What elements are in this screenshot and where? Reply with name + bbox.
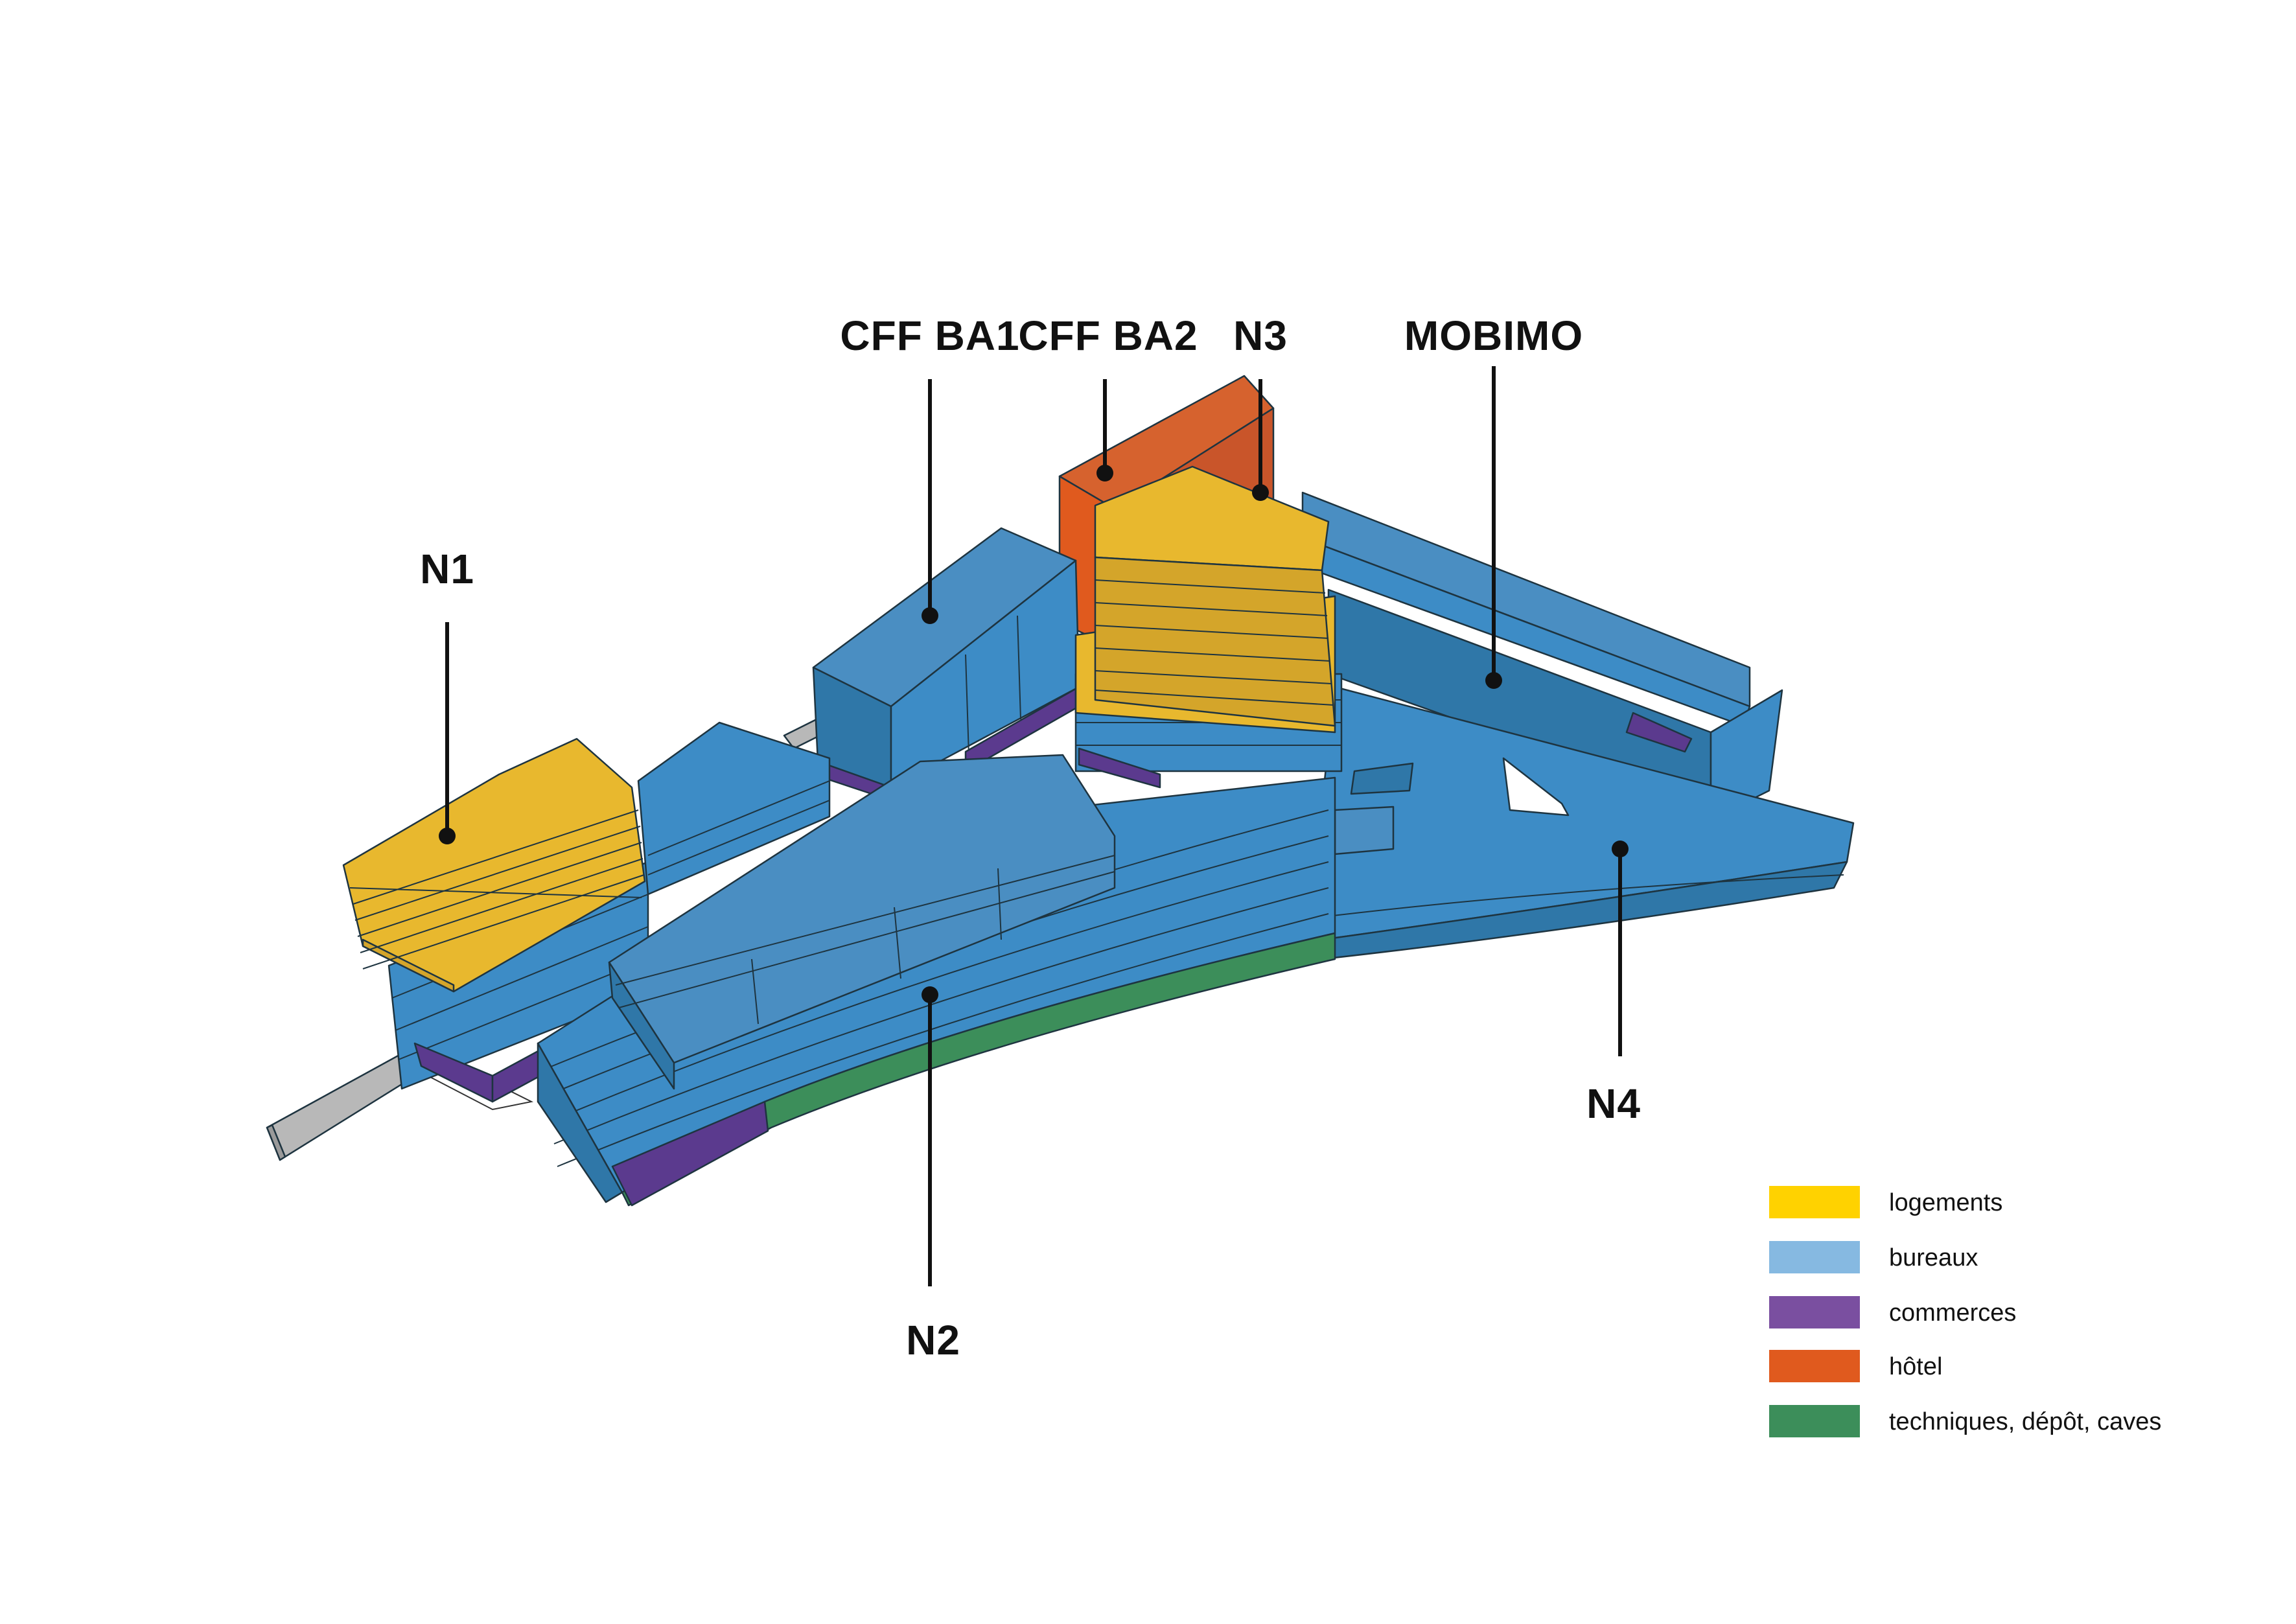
legend-label-hotel: hôtel (1889, 1353, 1942, 1380)
label-mobimo: MOBIMO (1404, 312, 1583, 359)
legend-item-logements: logements (1769, 1186, 2002, 1218)
label-n2: N2 (906, 1317, 960, 1363)
label-n3: N3 (1233, 312, 1288, 359)
leader-dot-cff-ba1 (922, 607, 938, 624)
label-cff-ba2: CFF BA2 (1018, 312, 1198, 359)
leader-dot-mobimo (1485, 672, 1502, 689)
legend-label-bureaux: bureaux (1889, 1244, 1978, 1271)
building-n4 (1321, 686, 1855, 960)
legend-item-bureaux: bureaux (1769, 1241, 1978, 1273)
legend-item-hotel: hôtel (1769, 1350, 1942, 1382)
leader-dot-cff-ba2 (1096, 465, 1113, 481)
building-n2 (537, 754, 1336, 1207)
legend-label-commerces: commerces (1889, 1299, 2016, 1327)
building-n3 (1074, 465, 1343, 789)
legend-swatch-logements (1769, 1186, 1860, 1218)
leader-dot-n2 (922, 986, 938, 1003)
leader-dot-n1 (439, 828, 456, 844)
label-n1: N1 (420, 546, 474, 592)
legend: logements bureaux commerces hôtel techni… (1769, 1186, 2161, 1437)
legend-swatch-commerces (1769, 1296, 1860, 1328)
leader-dot-n4 (1612, 841, 1629, 857)
legend-item-commerces: commerces (1769, 1296, 2016, 1328)
legend-label-logements: logements (1889, 1189, 2002, 1216)
legend-item-techniques: techniques, dépôt, caves (1769, 1405, 2161, 1437)
label-cff-ba1: CFF BA1 (840, 312, 1019, 359)
building-n1 (342, 721, 831, 1103)
leaders (439, 366, 1629, 1286)
leader-dot-n3 (1252, 484, 1269, 501)
label-n4: N4 (1586, 1080, 1641, 1127)
legend-label-techniques: techniques, dépôt, caves (1889, 1408, 2161, 1435)
legend-swatch-hotel (1769, 1350, 1860, 1382)
legend-swatch-techniques (1769, 1405, 1860, 1437)
legend-swatch-bureaux (1769, 1241, 1860, 1273)
building-labels: N1 CFF BA1 CFF BA2 N3 MOBIMO N2 N4 (420, 312, 1641, 1363)
